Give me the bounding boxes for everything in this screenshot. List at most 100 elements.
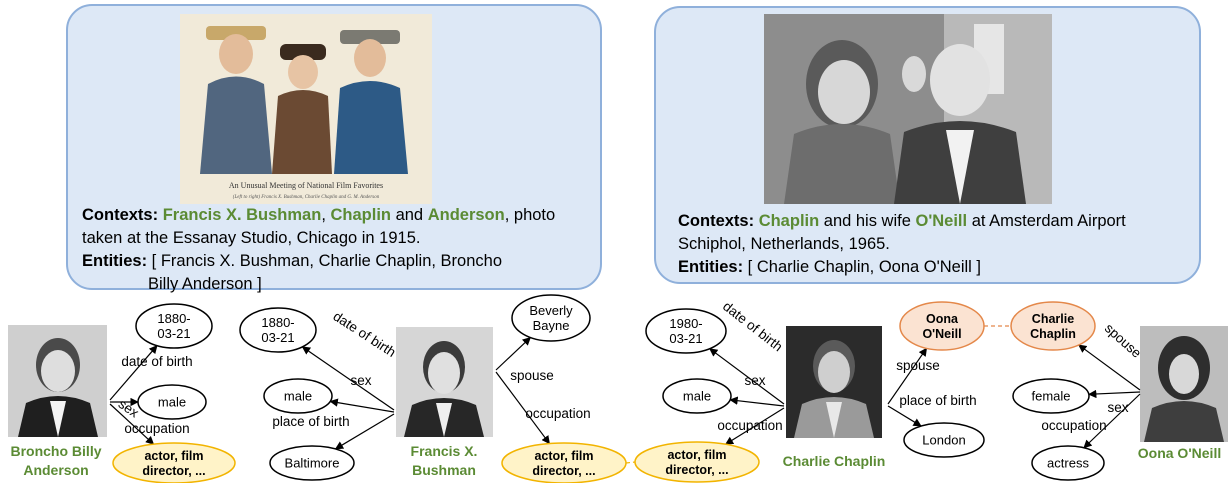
node-label: 03-21 <box>157 326 190 341</box>
node-ellipse <box>137 384 207 420</box>
node-label: 1880- <box>157 311 190 326</box>
node-label: 1980- <box>669 316 702 331</box>
node-ellipse <box>135 303 213 349</box>
node-label: 03-21 <box>669 331 702 346</box>
node-bushman-occ: actor, filmdirector, ... <box>501 442 627 483</box>
node-label: actress <box>1047 456 1089 471</box>
relation-arrow <box>109 345 158 401</box>
relation-label: spouse <box>896 358 940 373</box>
ctx-entity-bushman: Francis X. Bushman <box>162 206 322 224</box>
relation-label: place of birth <box>272 414 349 429</box>
node-ellipse <box>1010 301 1096 351</box>
node-oneill-occ: actress <box>1031 445 1105 481</box>
node-label: actor, film <box>534 449 593 463</box>
node-chaplin-london: London <box>903 422 985 458</box>
relation-arrow <box>887 347 928 405</box>
node-broncho-male: male <box>137 384 207 420</box>
right-context-text: Contexts: Chaplin and his wife O'Neill a… <box>678 210 1193 279</box>
entity-name-chaplin: Charlie Chaplin <box>782 453 886 469</box>
photo-caption-sub: (Left to right) Francis X. Bushman, Char… <box>233 195 380 200</box>
portrait-oneill <box>1140 326 1228 442</box>
right-contexts-line: Contexts: Chaplin and his wife O'Neill a… <box>678 210 1193 256</box>
node-label: male <box>683 389 711 404</box>
node-chaplin-dob: 1980-03-21 <box>645 308 727 354</box>
relation-arrow <box>1083 393 1141 449</box>
ctx-mid: and his wife <box>819 212 916 230</box>
node-bushman-male: male <box>263 378 333 414</box>
right-entities-line: Entities: [ Charlie Chaplin, Oona O'Neil… <box>678 256 1193 279</box>
ctx-entity-chaplin: Chaplin <box>330 206 392 224</box>
node-label: director, ... <box>142 464 205 478</box>
node-broncho-occ: actor, filmdirector, ... <box>112 442 236 483</box>
relation-label: occupation <box>124 421 189 436</box>
entity-name-bushman: Francis X. Bushman <box>396 442 492 480</box>
node-oneill-female: female <box>1012 378 1090 414</box>
ctx-entity-chaplin: Chaplin <box>758 212 820 230</box>
ctx-entity-oneill: O'Neill <box>915 212 968 230</box>
portrait-chaplin <box>786 326 882 438</box>
relation-arrow <box>495 336 531 371</box>
node-label: 03-21 <box>261 330 294 345</box>
relation-label: spouse <box>510 368 554 383</box>
ctx-entity-anderson: Anderson <box>427 206 505 224</box>
node-label: male <box>284 389 312 404</box>
node-label: male <box>158 395 186 410</box>
left-context-text: Contexts: Francis X. Bushman, Chaplin an… <box>82 204 597 296</box>
node-chaplin-occ: actor, filmdirector, ... <box>634 441 760 483</box>
node-ellipse <box>899 301 985 351</box>
contexts-label: Contexts: <box>82 206 159 224</box>
entities-text: [ Charlie Chaplin, Oona O'Neill ] <box>743 258 982 276</box>
relation-label: place of birth <box>899 393 976 408</box>
portrait-broncho <box>8 325 107 437</box>
node-broncho-dob: 1880-03-21 <box>135 303 213 349</box>
node-label: actor, film <box>144 449 203 463</box>
relation-arrow <box>887 405 922 427</box>
node-label: Chaplin <box>1030 327 1076 341</box>
relation-arrow <box>1087 389 1141 399</box>
node-ellipse <box>239 307 317 353</box>
relation-label: occupation <box>717 418 782 433</box>
node-ellipse <box>1031 445 1105 481</box>
entity-name-broncho: Broncho Billy Anderson <box>0 442 112 480</box>
node-ellipse <box>269 445 355 481</box>
relation-label: sex <box>1107 400 1128 415</box>
photo-chaplin-oneill <box>764 14 1052 204</box>
relation-label: occupation <box>1041 418 1106 433</box>
ctx-rest: , photo taken at the Essanay Studio, Chi… <box>82 206 556 247</box>
entities-text: [ Francis X. Bushman, Charlie Chaplin, B… <box>147 252 503 270</box>
relation-label: sex <box>744 373 765 388</box>
relation-arrow <box>334 413 395 450</box>
node-label: actor, film <box>667 448 726 462</box>
ctx-sep: and <box>391 206 428 224</box>
entities-label: Entities: <box>82 252 148 270</box>
node-label: director, ... <box>532 464 595 478</box>
node-label: female <box>1031 389 1070 404</box>
relation-arrow <box>109 403 155 445</box>
node-label: Bayne <box>533 318 570 333</box>
node-ellipse <box>645 308 727 354</box>
portrait-bushman <box>396 327 493 437</box>
node-label: 1880- <box>261 315 294 330</box>
node-ellipse <box>511 294 591 342</box>
node-label: director, ... <box>665 463 728 477</box>
entities-label: Entities: <box>678 258 744 276</box>
node-label: Beverly <box>529 303 573 318</box>
relation-arrow <box>709 348 785 405</box>
entity-name-line: Bushman <box>412 462 476 478</box>
left-contexts-line: Contexts: Francis X. Bushman, Chaplin an… <box>82 204 597 250</box>
entity-name-line: Broncho Billy <box>10 443 102 459</box>
relation-arrow <box>495 371 550 445</box>
contexts-label: Contexts: <box>678 212 755 230</box>
relation-label: date of birth <box>121 354 192 369</box>
same-entity-link <box>625 461 636 464</box>
relation-label: occupation <box>525 406 590 421</box>
relation-label: date of birth <box>330 309 398 360</box>
relation-arrow <box>301 346 395 411</box>
entities-text-cont: Billy Anderson ] <box>148 275 262 293</box>
node-label: Charlie <box>1032 312 1074 326</box>
node-label: London <box>922 433 965 448</box>
